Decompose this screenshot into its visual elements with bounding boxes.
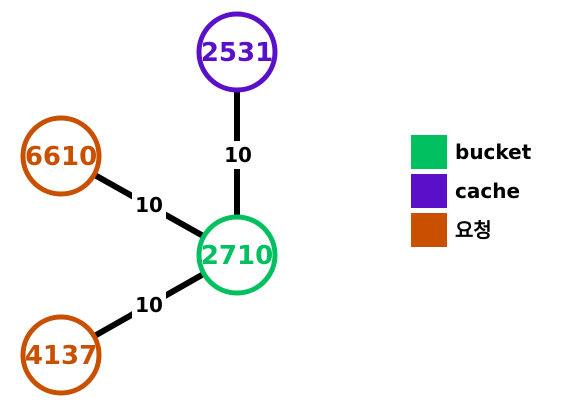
node-2531 (196, 11, 278, 93)
node-6610 (20, 115, 102, 197)
node-label-6610: 6610 (25, 142, 97, 172)
edge-label-bg (132, 291, 166, 319)
edge-label-bg (132, 191, 166, 219)
edge-label: 10 (135, 193, 163, 217)
node-2710 (196, 214, 278, 296)
legend-swatch-bucket (411, 135, 447, 169)
legend-swatch-request (411, 213, 447, 247)
node-label-2531: 2531 (201, 38, 273, 68)
node-label-2710: 2710 (201, 241, 273, 271)
edge-label: 10 (135, 293, 163, 317)
node-label-4137: 4137 (25, 341, 97, 371)
node-4137 (20, 314, 102, 396)
edge-label: 10 (224, 143, 252, 167)
legend-label-cache: cache (455, 179, 520, 203)
legend-label-bucket: bucket (455, 140, 532, 164)
legend-label-request: 요청 (455, 218, 492, 242)
edge-label-bg (221, 141, 255, 169)
legend-swatch-cache (411, 174, 447, 208)
